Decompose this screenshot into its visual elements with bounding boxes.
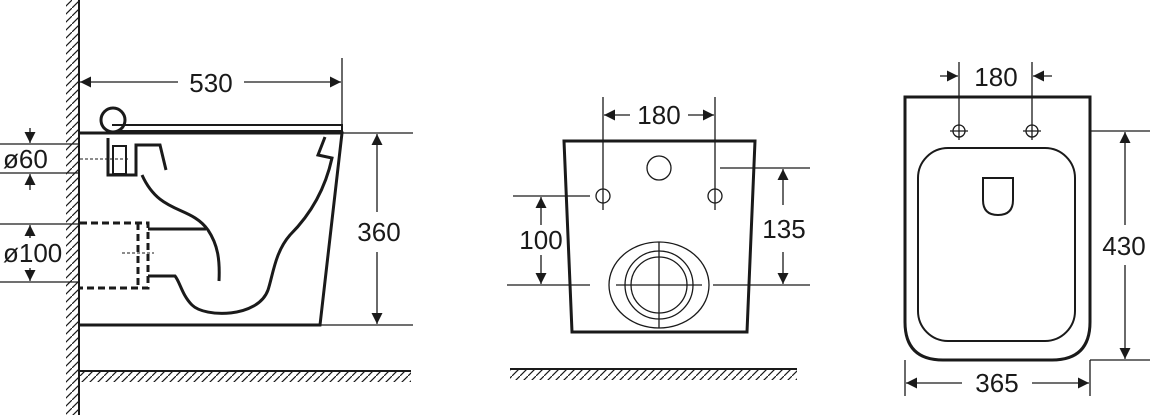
front-body-outline [562, 139, 757, 334]
dimension-100: 100 [519, 225, 562, 255]
dimension-180-front: 180 [637, 100, 680, 130]
dimension-180-top: 180 [974, 62, 1017, 92]
bowl-opening [917, 147, 1076, 342]
wall-hatch [66, 0, 78, 415]
top-view: 180 430 365 [903, 62, 1150, 398]
top-body-outline [903, 95, 1092, 362]
dimension-365: 365 [975, 368, 1018, 398]
dimension-360: 360 [357, 217, 400, 247]
bowl-front-curve [140, 174, 221, 282]
seat-outline [112, 124, 343, 132]
outlet-pipe-dashed [80, 221, 150, 290]
dimension-135: 135 [762, 214, 805, 244]
dimension-530: 530 [189, 68, 232, 98]
drain-opening [982, 177, 1014, 217]
inlet-pipe [106, 138, 168, 177]
dimension-diameter-100: ø100 [3, 238, 62, 268]
floor-hatch [79, 372, 411, 382]
floor-hatch [510, 370, 797, 380]
bowl-trap-curve [148, 136, 334, 315]
inlet-inner [112, 145, 127, 175]
front-view: 180 100 135 [507, 97, 810, 380]
side-view: 530 360 ø60 ø100 [0, 0, 413, 415]
dimension-430: 430 [1102, 231, 1145, 261]
toilet-body-outline [79, 131, 344, 327]
seat-hinge [99, 106, 127, 134]
dimension-diameter-60: ø60 [3, 144, 48, 174]
inlet-hole [646, 155, 672, 181]
